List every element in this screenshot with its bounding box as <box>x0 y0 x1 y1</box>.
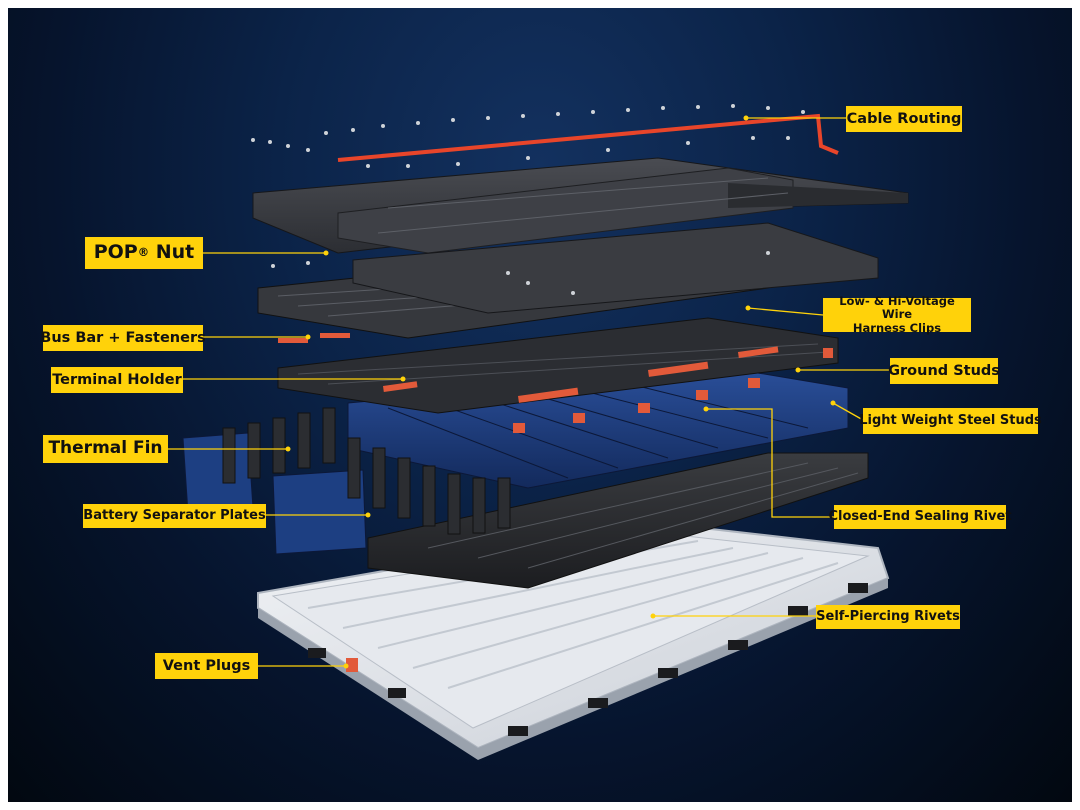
label-ground-studs: Ground Studs <box>888 358 1000 384</box>
top-cover <box>252 157 909 314</box>
cable-part <box>337 113 839 162</box>
label-pop-nut-main: POP <box>93 241 138 264</box>
label-pop-nut-reg: ® <box>137 245 150 260</box>
leader-endpoints <box>285 115 836 669</box>
label-wire-clips: Low- & Hi-Voltage Wire Harness Clips <box>823 294 971 335</box>
base-tray <box>257 521 890 760</box>
lower-cell-block <box>367 452 869 589</box>
label-cable-routing: Cable Routing <box>846 106 962 132</box>
label-pop-nut-tail: Nut <box>149 241 195 264</box>
label-steel-studs: Light Weight Steel Studs <box>859 408 1042 434</box>
label-wire-clips-line1: Low- & Hi-Voltage Wire <box>839 294 955 322</box>
thermal-fins <box>182 407 511 555</box>
terminal-holder-layer <box>277 317 839 433</box>
label-thermal-fin: Thermal Fin <box>43 435 168 463</box>
vent-plug-part <box>346 658 358 672</box>
label-battery-separator: Battery Separator Plates <box>83 504 266 528</box>
label-pop-nut: POP® Nut <box>85 237 203 269</box>
battery-pack-exploded-view <box>168 104 909 760</box>
label-vent-plugs: Vent Plugs <box>155 653 258 679</box>
label-terminal-holder: Terminal Holder <box>51 367 183 393</box>
fasteners <box>251 104 805 295</box>
label-bus-bar: Bus Bar + Fasteners <box>40 325 206 351</box>
leader-lines <box>168 117 890 667</box>
label-wire-clips-line2: Harness Clips <box>852 320 942 335</box>
label-self-piercing: Self-Piercing Rivets <box>816 605 960 629</box>
diagram-canvas: Cable Routing POP® Nut Bus Bar + Fastene… <box>8 8 1072 802</box>
label-sealing-rivet: Closed-End Sealing Rivet <box>828 505 1012 529</box>
